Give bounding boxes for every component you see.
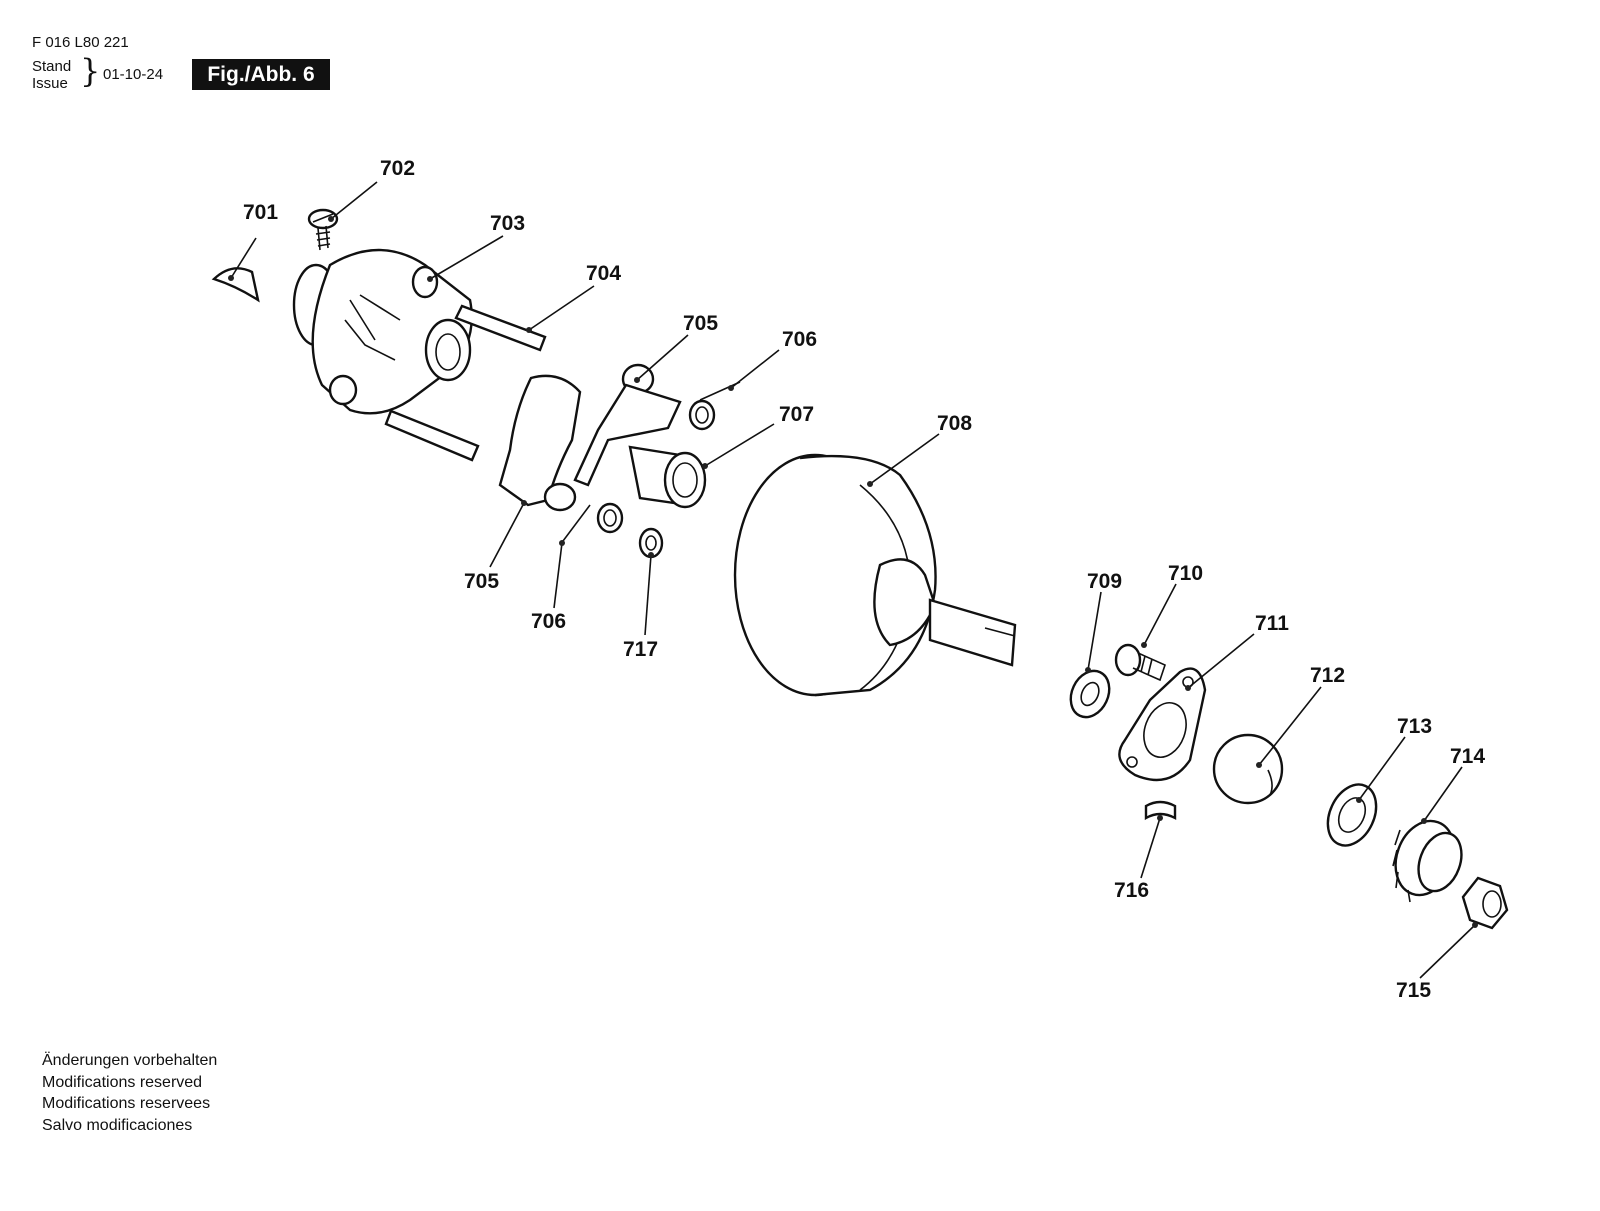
notice-line-fr: Modifications reservees: [42, 1095, 211, 1112]
label-705-upper: 705: [683, 312, 718, 335]
label-709: 709: [1087, 570, 1122, 593]
stand-issue-label: Stand Issue: [32, 58, 71, 92]
leader-lines: [228, 181, 1478, 979]
part-706-spring-upper: [688, 381, 741, 431]
label-707: 707: [779, 403, 814, 426]
part-715-nut: [1461, 876, 1509, 930]
label-715: 715: [1396, 979, 1431, 1002]
issue-date: 01-10-24: [103, 66, 164, 83]
stand-label: Stand: [32, 58, 72, 75]
part-702-screw: [307, 208, 339, 251]
label-706-lower: 706: [531, 610, 566, 633]
modifications-notice: Änderungen vorbehalten Modifications res…: [42, 1050, 217, 1136]
part-712-ball: [1212, 733, 1284, 805]
label-705-lower: 705: [464, 570, 499, 593]
part-714-gear: [1392, 819, 1463, 903]
brace-glyph: }: [80, 52, 101, 90]
part-704-pins: [384, 304, 547, 462]
part-701-key: [211, 267, 260, 303]
notice-line-de: Änderungen vorbehalten: [42, 1052, 218, 1069]
label-708: 708: [937, 412, 972, 435]
label-704: 704: [586, 262, 621, 285]
figure-badge: Fig./Abb. 6: [192, 59, 330, 90]
issue-label: Issue: [32, 75, 68, 92]
part-708-clutch-drum: [733, 453, 1017, 697]
part-716-key: [1144, 800, 1177, 821]
part-705-arm-lower: [498, 374, 582, 512]
label-701: 701: [243, 201, 278, 224]
notice-line-es: Salvo modificaciones: [42, 1116, 193, 1134]
part-706-spring-lower: [559, 502, 624, 546]
part-711-flange: [1118, 667, 1207, 782]
document-code: F 016 L80 221: [32, 34, 129, 51]
part-707-bushing: [628, 445, 707, 509]
part-710-bolt: [1114, 643, 1166, 682]
label-703: 703: [490, 212, 525, 235]
label-713: 713: [1397, 715, 1432, 738]
label-714: 714: [1450, 745, 1485, 768]
label-710: 710: [1168, 562, 1203, 585]
part-713-washer: [1326, 783, 1378, 847]
part-709-washer: [1069, 669, 1111, 719]
part-703-hub: [292, 248, 473, 415]
label-716: 716: [1114, 879, 1149, 902]
label-712: 712: [1310, 664, 1345, 687]
label-702: 702: [380, 157, 415, 180]
notice-line-en: Modifications reserved: [42, 1073, 203, 1091]
label-717: 717: [623, 638, 658, 661]
label-711: 711: [1255, 612, 1289, 635]
label-706-upper: 706: [782, 328, 817, 351]
